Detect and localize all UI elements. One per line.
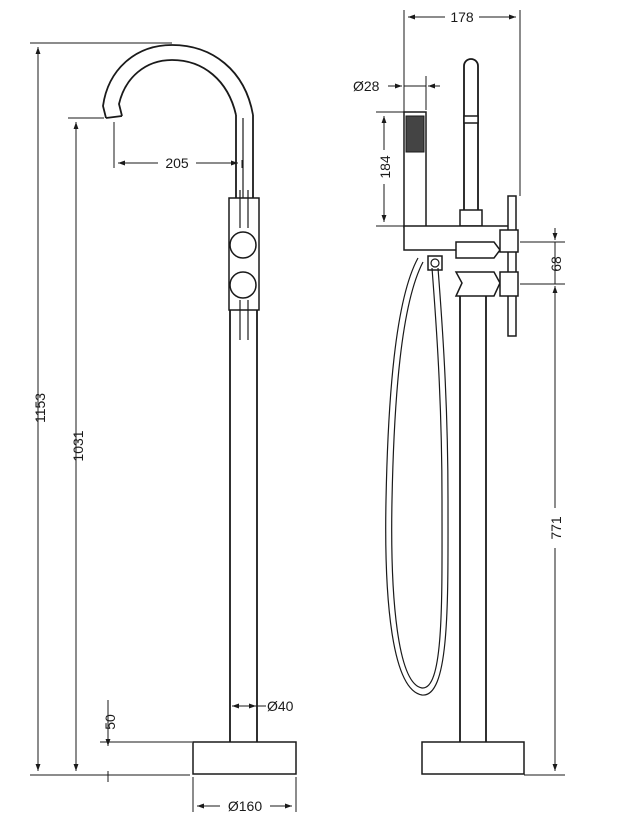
- spout-tip: [105, 115, 123, 119]
- shower-hose-inner: [391, 261, 443, 689]
- dim-total-height: 1153: [32, 393, 48, 423]
- lower-handle-knob: [229, 271, 257, 299]
- side-dimensions: 178 Ø28 184 68 771: [353, 8, 565, 776]
- spout-outer-line: [102, 44, 254, 119]
- dim-spout-height: 1031: [70, 430, 86, 461]
- upper-handle-knob: [229, 231, 257, 259]
- riser-collar: [459, 209, 483, 227]
- dim-handshower-diameter: Ø28: [353, 78, 380, 94]
- front-dimensions: 1153 1031 205 Ø40 50 Ø160: [30, 42, 297, 814]
- dim-base-height: 50: [102, 714, 118, 730]
- dim-handle-spacing: 68: [548, 256, 564, 272]
- dim-pipe-diameter: Ø40: [267, 698, 294, 714]
- dim-side-width: 178: [450, 9, 474, 25]
- hand-shower-head: [405, 115, 425, 153]
- side-lever-rod: [507, 195, 517, 337]
- upper-side-handle: [455, 241, 501, 259]
- dim-spout-reach: 205: [165, 155, 189, 171]
- side-view: [385, 58, 525, 775]
- side-riser: [463, 58, 479, 212]
- spout-inner-line: [118, 59, 237, 117]
- riser-band: [463, 115, 479, 124]
- floor-base: [192, 741, 297, 775]
- dim-lower-handle-height: 771: [548, 516, 564, 540]
- lower-side-handle: [454, 271, 501, 297]
- hose-connector: [427, 255, 443, 271]
- dim-base-diameter: Ø160: [228, 798, 262, 814]
- front-view: [102, 44, 297, 775]
- dim-handshower-length: 184: [377, 155, 393, 179]
- side-floor-base: [421, 741, 525, 775]
- shower-hose-outer: [385, 257, 449, 696]
